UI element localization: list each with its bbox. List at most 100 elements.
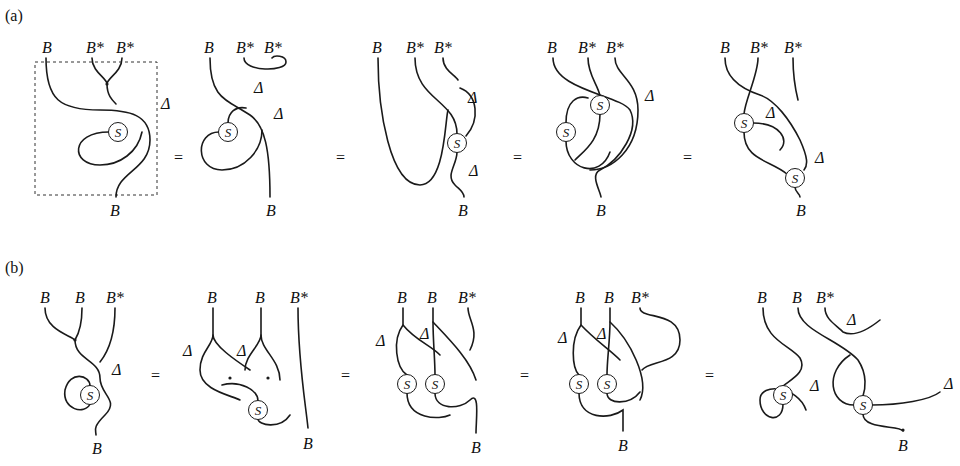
node-text: S <box>255 404 262 417</box>
diagram-label: B <box>397 290 407 306</box>
diagram-label: B* <box>264 40 282 56</box>
diagram-label: (b) <box>5 260 24 276</box>
node-text: S <box>563 126 570 139</box>
diagram-label: B <box>471 440 481 456</box>
node-text: S <box>225 126 232 139</box>
diagram-label: B <box>547 40 557 56</box>
diagram-label: B <box>42 40 52 56</box>
diagram-label: Δ <box>469 163 478 179</box>
node-text: S <box>741 117 748 130</box>
diagram-label: B* <box>236 40 254 56</box>
diagram-label: B <box>255 290 265 306</box>
diagram-label: Δ <box>376 333 385 349</box>
node-text: S <box>597 99 604 112</box>
antipode-circle: S <box>734 113 754 133</box>
diagram-label: Δ <box>420 326 429 342</box>
strings-b2 <box>200 308 308 428</box>
node-text: S <box>454 137 461 150</box>
strings-a3 <box>378 58 475 197</box>
strings-a5 <box>725 58 807 197</box>
dashed-box <box>35 62 157 195</box>
strings-b1 <box>45 308 115 435</box>
diagram-label: B <box>618 438 628 454</box>
diagram-label: B <box>596 203 606 219</box>
antipode-circle: S <box>425 374 445 394</box>
diagram-label: B* <box>106 290 124 306</box>
diagram-label: B* <box>116 40 134 56</box>
diagram-label: = <box>151 368 160 384</box>
diagram-label: B <box>796 203 806 219</box>
diagram-label: = <box>683 150 692 166</box>
diagram-label: B* <box>750 40 768 56</box>
node-text: S <box>792 172 799 185</box>
diagram-label: B* <box>816 290 834 306</box>
antipode-circle: S <box>447 133 467 153</box>
antipode-circle: S <box>773 385 793 405</box>
diagram-label: B* <box>606 40 624 56</box>
diagram-label: = <box>341 368 350 384</box>
diagram-label: Δ <box>815 150 824 166</box>
node-text: S <box>604 378 611 391</box>
diagram-label: Δ <box>183 343 192 359</box>
strings-b3 <box>396 308 476 433</box>
diagram-label: B <box>207 290 217 306</box>
node-text: S <box>404 378 411 391</box>
node-text: S <box>115 126 122 139</box>
diagram-label: Δ <box>161 96 170 112</box>
antipode-circle: S <box>569 374 589 394</box>
diagram-label: Δ <box>645 88 654 104</box>
strings-b5 <box>760 308 940 432</box>
diagram-label: Δ <box>468 90 477 106</box>
node-text: S <box>780 389 787 402</box>
strings-b4 <box>573 308 680 431</box>
diagram-label: B* <box>784 40 802 56</box>
diagram-label: = <box>174 150 183 166</box>
diagram-label: Δ <box>944 376 953 392</box>
diagram-label: B <box>604 290 614 306</box>
diagram-label: B* <box>434 40 452 56</box>
diagram-label: B <box>40 290 50 306</box>
node-text: S <box>432 378 439 391</box>
diagram-label: B <box>266 203 276 219</box>
diagram-label: Δ <box>254 80 263 96</box>
diagram-label: Δ <box>558 330 567 346</box>
strings-a4 <box>553 58 638 197</box>
antipode-circle: S <box>108 122 128 142</box>
diagram-label: Δ <box>237 343 246 359</box>
diagram-label: = <box>336 150 345 166</box>
node-text: S <box>87 389 94 402</box>
diagram-label: B* <box>578 40 596 56</box>
antipode-circle: S <box>248 400 268 420</box>
diagram-label: B* <box>631 290 649 306</box>
diagram-label: B* <box>86 40 104 56</box>
antipode-circle: S <box>80 385 100 405</box>
diagram-label: B <box>458 203 468 219</box>
diagram-label: B* <box>406 40 424 56</box>
diagram-label: B <box>427 290 437 306</box>
diagram-label: B <box>372 40 382 56</box>
diagram-label: = <box>705 368 714 384</box>
antipode-circle: S <box>556 122 576 142</box>
diagram-label: B* <box>290 290 308 306</box>
diagram-label: B <box>720 40 730 56</box>
antipode-circle: S <box>785 168 805 188</box>
antipode-circle: S <box>590 95 610 115</box>
diagram-label: Δ <box>112 362 121 378</box>
diagram-label: (a) <box>5 8 23 24</box>
diagram-label: = <box>520 368 529 384</box>
diagram-label: B* <box>458 290 476 306</box>
diagram-label: Δ <box>274 106 283 122</box>
node-text: S <box>860 399 867 412</box>
antipode-circle: S <box>597 374 617 394</box>
diagram-label: B <box>575 290 585 306</box>
node-text: S <box>576 378 583 391</box>
antipode-circle: S <box>397 374 417 394</box>
diagram-label: B <box>75 290 85 306</box>
strings-a2 <box>201 56 286 197</box>
diagram-label: Δ <box>810 378 819 394</box>
diagram-label: B <box>898 438 908 454</box>
diagram-label: = <box>513 150 522 166</box>
diagram-label: B <box>792 290 802 306</box>
diagram-label: Δ <box>597 326 606 342</box>
